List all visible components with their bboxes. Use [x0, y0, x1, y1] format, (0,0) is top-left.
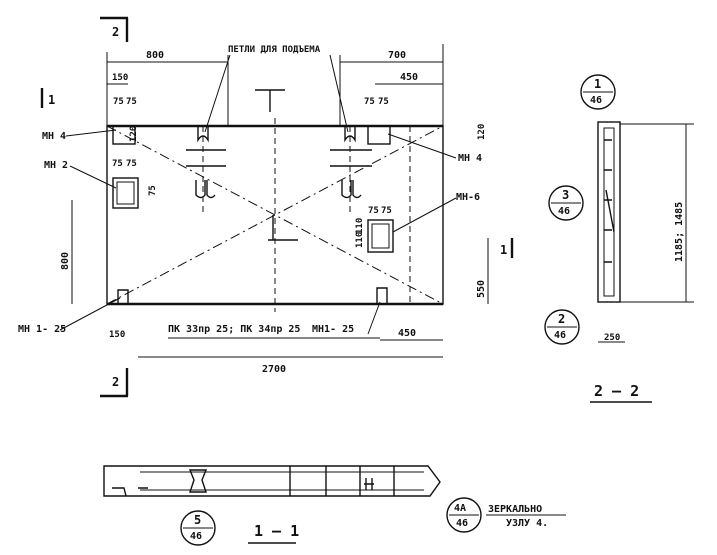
svg-text:2: 2 — [558, 312, 565, 326]
svg-text:46: 46 — [190, 531, 202, 542]
svg-text:5: 5 — [194, 513, 201, 527]
dim-75b: 75 — [126, 97, 137, 107]
dim-75f: 75 — [126, 159, 137, 169]
dim-550: 550 — [476, 280, 487, 298]
section-11-rebar — [289, 466, 395, 496]
leader-loop-right — [329, 54, 349, 133]
section-22-title: 2 – 2 — [594, 382, 639, 400]
plate-mn4-left — [112, 125, 136, 145]
section-11-key — [188, 469, 208, 493]
label-mn1-right: МН1- 25 — [312, 324, 354, 335]
dim-75e: 75 — [112, 159, 123, 169]
svg-text:3: 3 — [562, 188, 569, 202]
section-11-body — [103, 465, 441, 497]
leader-mn2 — [69, 165, 117, 189]
dim-120-right: 120 — [477, 124, 487, 140]
callout-4a-46[interactable]: 4А 46 — [446, 497, 482, 533]
leader-mn4-left — [65, 129, 117, 137]
dim-450-bottom: 450 — [398, 328, 416, 339]
section-2-2: 1185; 1485 250 1 46 3 46 2 46 2 – 2 — [544, 74, 694, 403]
leader-loop-left — [204, 54, 231, 133]
dim-75h: 75 — [368, 206, 379, 216]
plan-view: 800 700 450 150 75 75 75 75 800 120 75 7… — [18, 16, 514, 398]
section-22-body — [597, 121, 621, 303]
svg-text:46: 46 — [558, 206, 570, 217]
callout-1-46[interactable]: 1 46 — [580, 74, 616, 110]
dim-450: 450 — [400, 72, 418, 83]
label-panels: ПК 33пр 25; ПК 34пр 25 — [168, 324, 300, 335]
section-22-rebar — [604, 139, 615, 263]
section-mark-top: 2 — [112, 25, 119, 39]
dim-800-vertical: 800 — [60, 252, 71, 270]
plate-mn6-inner — [371, 223, 390, 249]
leader-mn1-right — [367, 301, 381, 335]
label-mn2: МН 2 — [44, 160, 68, 171]
section-11-note-2: УЗЛУ 4. — [506, 518, 548, 529]
dim-120: 120 — [129, 126, 139, 142]
leader-mn6 — [392, 197, 457, 233]
plate-mn2-inner — [116, 181, 135, 205]
label-mn4-right: МН 4 — [458, 153, 482, 164]
svg-text:1: 1 — [594, 77, 601, 91]
section-1-1: 5 46 1 – 1 4А 46 ЗЕРКАЛЬНО УЗЛУ 4. — [103, 465, 566, 546]
svg-text:46: 46 — [554, 330, 566, 341]
callout-3-46[interactable]: 3 46 — [548, 185, 584, 221]
tie-mn1-left — [117, 289, 129, 304]
section-mark-right: 1 — [500, 243, 507, 257]
section-mark-left: 1 — [48, 93, 55, 107]
leader-mn4-right — [387, 133, 457, 159]
dim-150: 150 — [112, 73, 128, 83]
diagonal-a — [106, 125, 444, 305]
plate-mn2 — [112, 177, 139, 209]
dim-110a: 110 — [355, 232, 365, 248]
dim-150-bottom: 150 — [109, 330, 125, 340]
dim-800: 800 — [146, 50, 164, 61]
loop-hook-left — [195, 180, 216, 199]
leader-mn1-left — [59, 297, 121, 331]
label-mn1-left: МН 1- 25 — [18, 324, 66, 335]
loop-hook-right — [341, 180, 362, 199]
dim-75c: 75 — [364, 97, 375, 107]
label-mn4-left: МН 4 — [42, 131, 66, 142]
dim-2700: 2700 — [262, 364, 286, 375]
section-11-title: 1 – 1 — [254, 522, 299, 540]
section-22-dim-height: 1185; 1485 — [674, 202, 685, 262]
tie-mn1-right — [376, 287, 388, 304]
section-22-dim-width: 250 — [604, 333, 620, 343]
diagonal-b — [106, 125, 444, 305]
section-11-joint — [112, 487, 148, 497]
section-22-inner — [603, 127, 615, 297]
section-11-note-1: ЗЕРКАЛЬНО — [488, 504, 542, 515]
dim-75d: 75 — [378, 97, 389, 107]
dim-75g: 75 — [148, 185, 158, 196]
svg-text:46: 46 — [590, 95, 602, 106]
section-mark-bottom: 2 — [112, 375, 119, 389]
label-lifting-loops: ПЕТЛИ ДЛЯ ПОДЪЕМА — [228, 45, 321, 55]
svg-text:46: 46 — [456, 518, 468, 529]
svg-text:4А: 4А — [454, 503, 466, 514]
callout-5-46[interactable]: 5 46 — [180, 510, 216, 546]
dim-75a: 75 — [113, 97, 124, 107]
callout-2-46[interactable]: 2 46 — [544, 309, 580, 345]
dim-700: 700 — [388, 50, 406, 61]
plate-mn6 — [367, 219, 394, 253]
dim-110b: 110 — [355, 218, 365, 234]
plate-mn4-right — [367, 125, 391, 145]
dim-75i: 75 — [381, 206, 392, 216]
label-mn6: МН-6 — [456, 192, 480, 203]
